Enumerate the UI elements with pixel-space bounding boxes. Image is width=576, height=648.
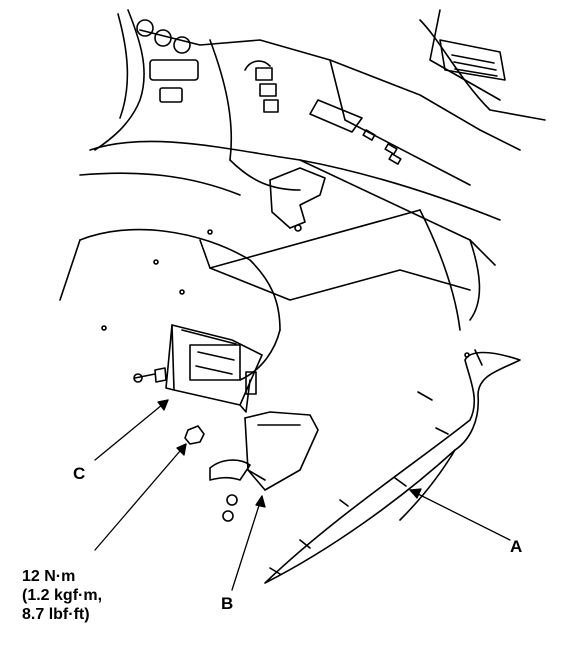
torque-line-1: 12 N·m — [22, 568, 76, 585]
torque-spec: 12 N·m (1.2 kgf·m, 8.7 lbf·ft) — [22, 567, 102, 624]
arrowhead-b — [255, 495, 266, 508]
leader-a — [409, 489, 511, 541]
leader-b — [231, 495, 263, 591]
vent-grille — [439, 39, 506, 81]
callout-b-label: B — [221, 594, 234, 613]
callout-a-label: A — [510, 537, 523, 556]
arrowhead-torque — [176, 443, 187, 456]
torque-line-2: (1.2 kgf·m, — [22, 587, 103, 604]
unit-bolt — [133, 367, 167, 383]
leader-c — [94, 399, 169, 461]
nuts — [184, 425, 238, 522]
control-unit — [165, 324, 263, 413]
lower-bracket — [209, 411, 319, 491]
leader-torque — [94, 443, 187, 551]
leader-lines — [94, 399, 511, 591]
wiring-connectors — [244, 60, 402, 165]
kick-panel — [264, 349, 521, 584]
dash-switches — [136, 19, 199, 103]
center-console — [59, 209, 471, 381]
torque-line-3: 8.7 lbf·ft) — [22, 606, 90, 623]
arrowhead-a — [409, 488, 422, 499]
callout-c-label: C — [73, 464, 86, 483]
dashboard-outline — [79, 9, 546, 321]
arrowhead-c — [157, 399, 169, 411]
upper-bracket — [269, 167, 326, 232]
